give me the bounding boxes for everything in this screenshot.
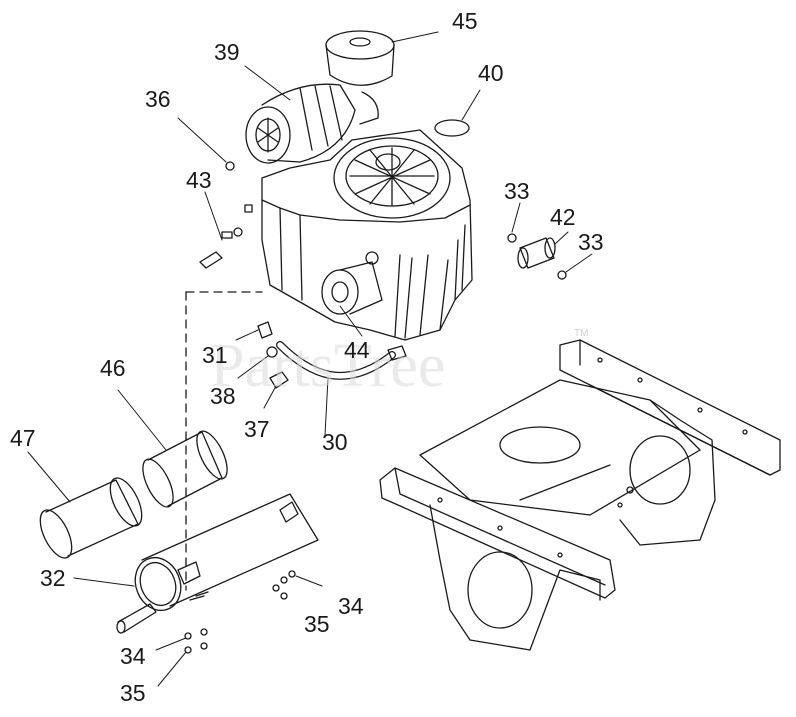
leader-lines <box>27 31 593 687</box>
muffler <box>116 493 319 634</box>
callout-38: 38 <box>210 383 236 409</box>
watermark-text: PartsTree <box>210 332 445 400</box>
oil-drain-hose <box>257 321 407 389</box>
callout-labels: 45 39 40 36 43 33 42 33 31 44 38 46 37 3… <box>10 8 604 706</box>
oil-filter <box>321 251 383 315</box>
heat-shield-47 <box>39 477 143 559</box>
callout-36: 36 <box>145 86 171 112</box>
engine-assembly <box>199 30 473 341</box>
nut-36 <box>225 161 235 171</box>
callout-35a: 35 <box>120 680 146 706</box>
callout-42: 42 <box>550 204 576 230</box>
callout-34b: 34 <box>338 593 364 619</box>
engine-deck-frame <box>379 339 781 651</box>
fitting-31 <box>257 321 273 339</box>
callout-37: 37 <box>244 416 270 442</box>
callout-34a: 34 <box>120 643 146 669</box>
callout-33b: 33 <box>578 229 604 255</box>
callout-44: 44 <box>344 337 370 363</box>
callout-30: 30 <box>322 429 348 455</box>
engine-housing <box>261 129 473 341</box>
hose-fitting <box>199 251 223 269</box>
callout-43: 43 <box>186 167 212 193</box>
blower-screen <box>333 137 451 219</box>
air-cleaner-body <box>245 83 356 164</box>
heat-shield-46 <box>142 430 228 508</box>
callout-46: 46 <box>100 355 126 381</box>
watermark-tm: TM <box>574 328 588 339</box>
callout-47: 47 <box>10 425 36 451</box>
callout-32: 32 <box>40 565 66 591</box>
callout-31: 31 <box>202 342 228 368</box>
callout-33a: 33 <box>504 178 530 204</box>
fitting-38 <box>266 346 278 358</box>
callout-35b: 35 <box>304 611 330 637</box>
gasket-ring <box>434 119 470 137</box>
callout-39: 39 <box>214 39 240 65</box>
callout-40: 40 <box>478 60 504 86</box>
callout-45: 45 <box>452 8 478 34</box>
fuel-filter <box>507 233 567 280</box>
hardware-34-35 <box>184 570 296 654</box>
clamp-37 <box>269 371 289 389</box>
air-cleaner-cap <box>325 30 395 125</box>
